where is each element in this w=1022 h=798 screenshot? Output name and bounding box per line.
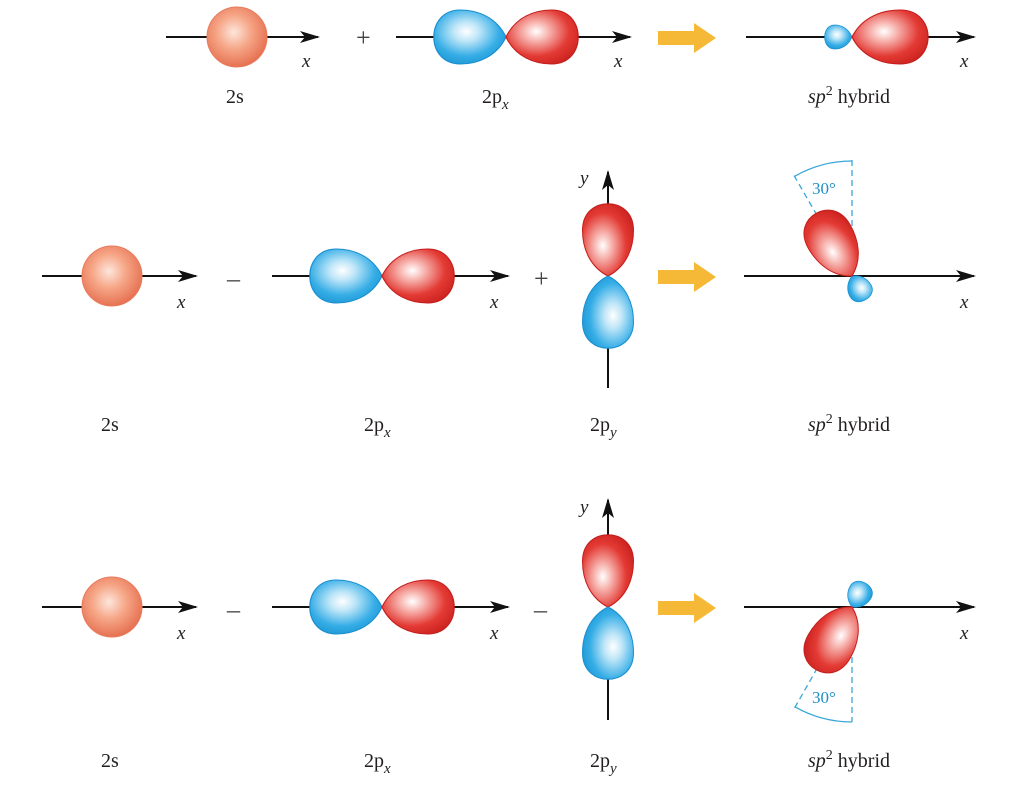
yields-arrow — [658, 262, 716, 292]
label-2px: 2px — [364, 414, 391, 441]
svg-text:2px: 2px — [364, 750, 391, 777]
px-orbital-axis-1: x — [396, 9, 632, 72]
svg-text:2s: 2s — [101, 750, 119, 772]
y-axis-label: y — [578, 497, 589, 518]
s-orbital-axis-1: x — [166, 6, 320, 72]
label-2py: 2py — [590, 414, 617, 441]
label-2px: 2px — [364, 750, 391, 777]
px-orbital-axis-3: x — [272, 579, 510, 644]
x-axis-label: x — [959, 51, 969, 72]
label-sp2-hybrid: sp2 hybrid — [808, 748, 890, 772]
plus-operator: + — [356, 23, 371, 52]
label-2px: 2px — [482, 86, 509, 113]
minus-operator: – — [226, 264, 241, 293]
x-axis-label: x — [489, 623, 499, 644]
s-orbital-axis-2: x — [42, 245, 198, 313]
label-2py: 2py — [590, 750, 617, 777]
label-2s: 2s — [101, 414, 119, 436]
svg-text:2s: 2s — [101, 414, 119, 436]
x-axis-label: x — [301, 51, 311, 72]
hybrid-orbital-3: 30° x — [744, 576, 976, 723]
row-1: x + x x 2s 2px sp2 hybrid — [166, 6, 976, 113]
px-orbital-axis-2: x — [272, 248, 510, 313]
label-2s: 2s — [101, 750, 119, 772]
svg-text:2px: 2px — [364, 414, 391, 441]
svg-text:2py: 2py — [590, 414, 617, 441]
minus-operator: – — [533, 595, 548, 624]
svg-text:2py: 2py — [590, 750, 617, 777]
x-axis-label: x — [959, 292, 969, 313]
yields-arrow — [658, 593, 716, 623]
py-orbital-axis-2: y — [578, 168, 635, 388]
svg-text:2px: 2px — [482, 86, 509, 113]
x-axis-label: x — [613, 51, 623, 72]
svg-text:sp2 hybrid: sp2 hybrid — [808, 748, 890, 772]
x-axis-label: x — [959, 623, 969, 644]
svg-text:sp2 hybrid: sp2 hybrid — [808, 412, 890, 436]
plus-operator: + — [534, 264, 549, 293]
angle-label: 30° — [812, 688, 836, 707]
x-axis-label: x — [489, 292, 499, 313]
minus-operator: – — [226, 595, 241, 624]
s-orbital-axis-3: x — [42, 576, 198, 644]
yields-arrow — [658, 23, 716, 53]
svg-text:2s: 2s — [226, 86, 244, 108]
hybrid-orbital-1: x — [746, 9, 976, 72]
label-2s: 2s — [226, 86, 244, 108]
angle-label: 30° — [812, 179, 836, 198]
hybrid-orbital-2: 30° x — [744, 156, 976, 313]
x-axis-label: x — [176, 623, 186, 644]
label-sp2-hybrid: sp2 hybrid — [808, 84, 890, 108]
x-axis-label: x — [176, 292, 186, 313]
py-orbital-axis-3: y — [578, 497, 635, 720]
row-3: x – x – y 30° x 2s — [42, 497, 976, 777]
row-2: x – x + y 30° x 2s — [42, 156, 976, 441]
svg-text:sp2 hybrid: sp2 hybrid — [808, 84, 890, 108]
label-sp2-hybrid: sp2 hybrid — [808, 412, 890, 436]
y-axis-label: y — [578, 168, 589, 189]
